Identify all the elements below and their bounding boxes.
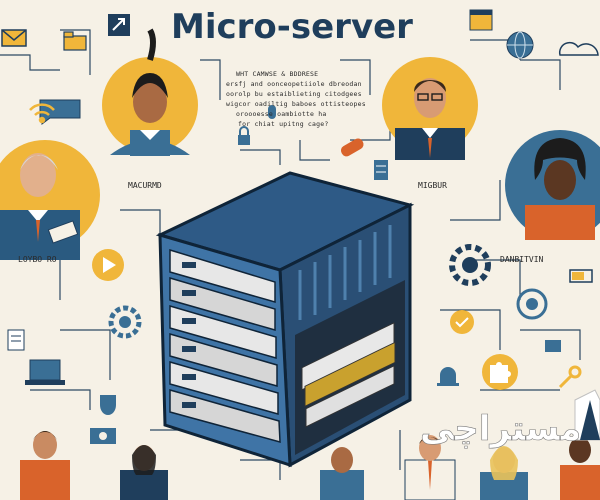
label-top-left: MACURMD xyxy=(128,181,162,190)
shield-icon xyxy=(100,395,116,415)
badge-icon xyxy=(450,310,474,334)
laptop-icon xyxy=(25,359,65,385)
person-bottom-4 xyxy=(404,435,456,500)
play-icon xyxy=(92,249,124,281)
page-title: Micro-server xyxy=(171,7,413,47)
cloud-icon xyxy=(558,41,599,56)
person-bottom-6 xyxy=(560,437,600,500)
blurb-line: ersfj and oonceopetiiole dbreodan xyxy=(226,80,362,88)
drive-bays xyxy=(169,248,281,443)
circuit-boards xyxy=(301,322,396,428)
mail-icon xyxy=(1,29,27,47)
document-icon xyxy=(7,329,25,351)
target-icon xyxy=(516,288,548,320)
blurb: WHT CAMWSE & BDDRESE ersfj and oonceopet… xyxy=(226,70,366,128)
pill-icon xyxy=(340,138,364,157)
globe-icon xyxy=(506,31,534,59)
label-top-right: MIGBUR xyxy=(418,181,447,190)
portrait-man-glasses xyxy=(382,57,478,160)
lock-icon xyxy=(238,126,250,145)
wifi-icon xyxy=(29,103,55,124)
arrow-icon xyxy=(108,14,130,36)
person-bottom-1 xyxy=(20,431,70,500)
server-icon-small xyxy=(374,160,388,180)
watermark: مستراچی xyxy=(420,409,581,449)
blurb-line: for chiat upitng cage? xyxy=(238,120,329,128)
mic-icon xyxy=(268,105,276,119)
battery-icon xyxy=(569,269,593,283)
folder-icon xyxy=(63,31,87,51)
portrait-woman-ponytail xyxy=(102,28,198,156)
portrait-older-man xyxy=(0,140,100,260)
puzzle-icon xyxy=(482,354,518,390)
server-cabinet xyxy=(155,171,415,468)
blurb-line: wigcor oadiltig baboes ottisteopes xyxy=(226,100,366,108)
blurb-line: oroooesse oambiotte ha xyxy=(236,110,327,118)
blurb-line: oorolp bu estaiblieting citodgees xyxy=(226,90,362,98)
label-mid-left: LOYBO RO xyxy=(18,255,57,264)
portrait-woman-curly xyxy=(505,130,600,240)
bell-icon xyxy=(437,367,459,386)
person-bottom-5 xyxy=(480,446,528,500)
camera-icon xyxy=(90,428,116,444)
gear-icon xyxy=(108,305,142,339)
person-bottom-3 xyxy=(320,447,364,500)
key-icon xyxy=(558,365,582,389)
label-mid-right: DANBITVIN xyxy=(500,255,544,264)
blurb-line: WHT CAMWSE & BDDRESE xyxy=(236,70,318,78)
person-bottom-2 xyxy=(120,445,168,500)
gear-icon-large xyxy=(449,244,491,286)
calendar-icon xyxy=(469,9,493,31)
envelope-icon-2 xyxy=(545,340,561,352)
person-right-edge xyxy=(574,389,600,441)
